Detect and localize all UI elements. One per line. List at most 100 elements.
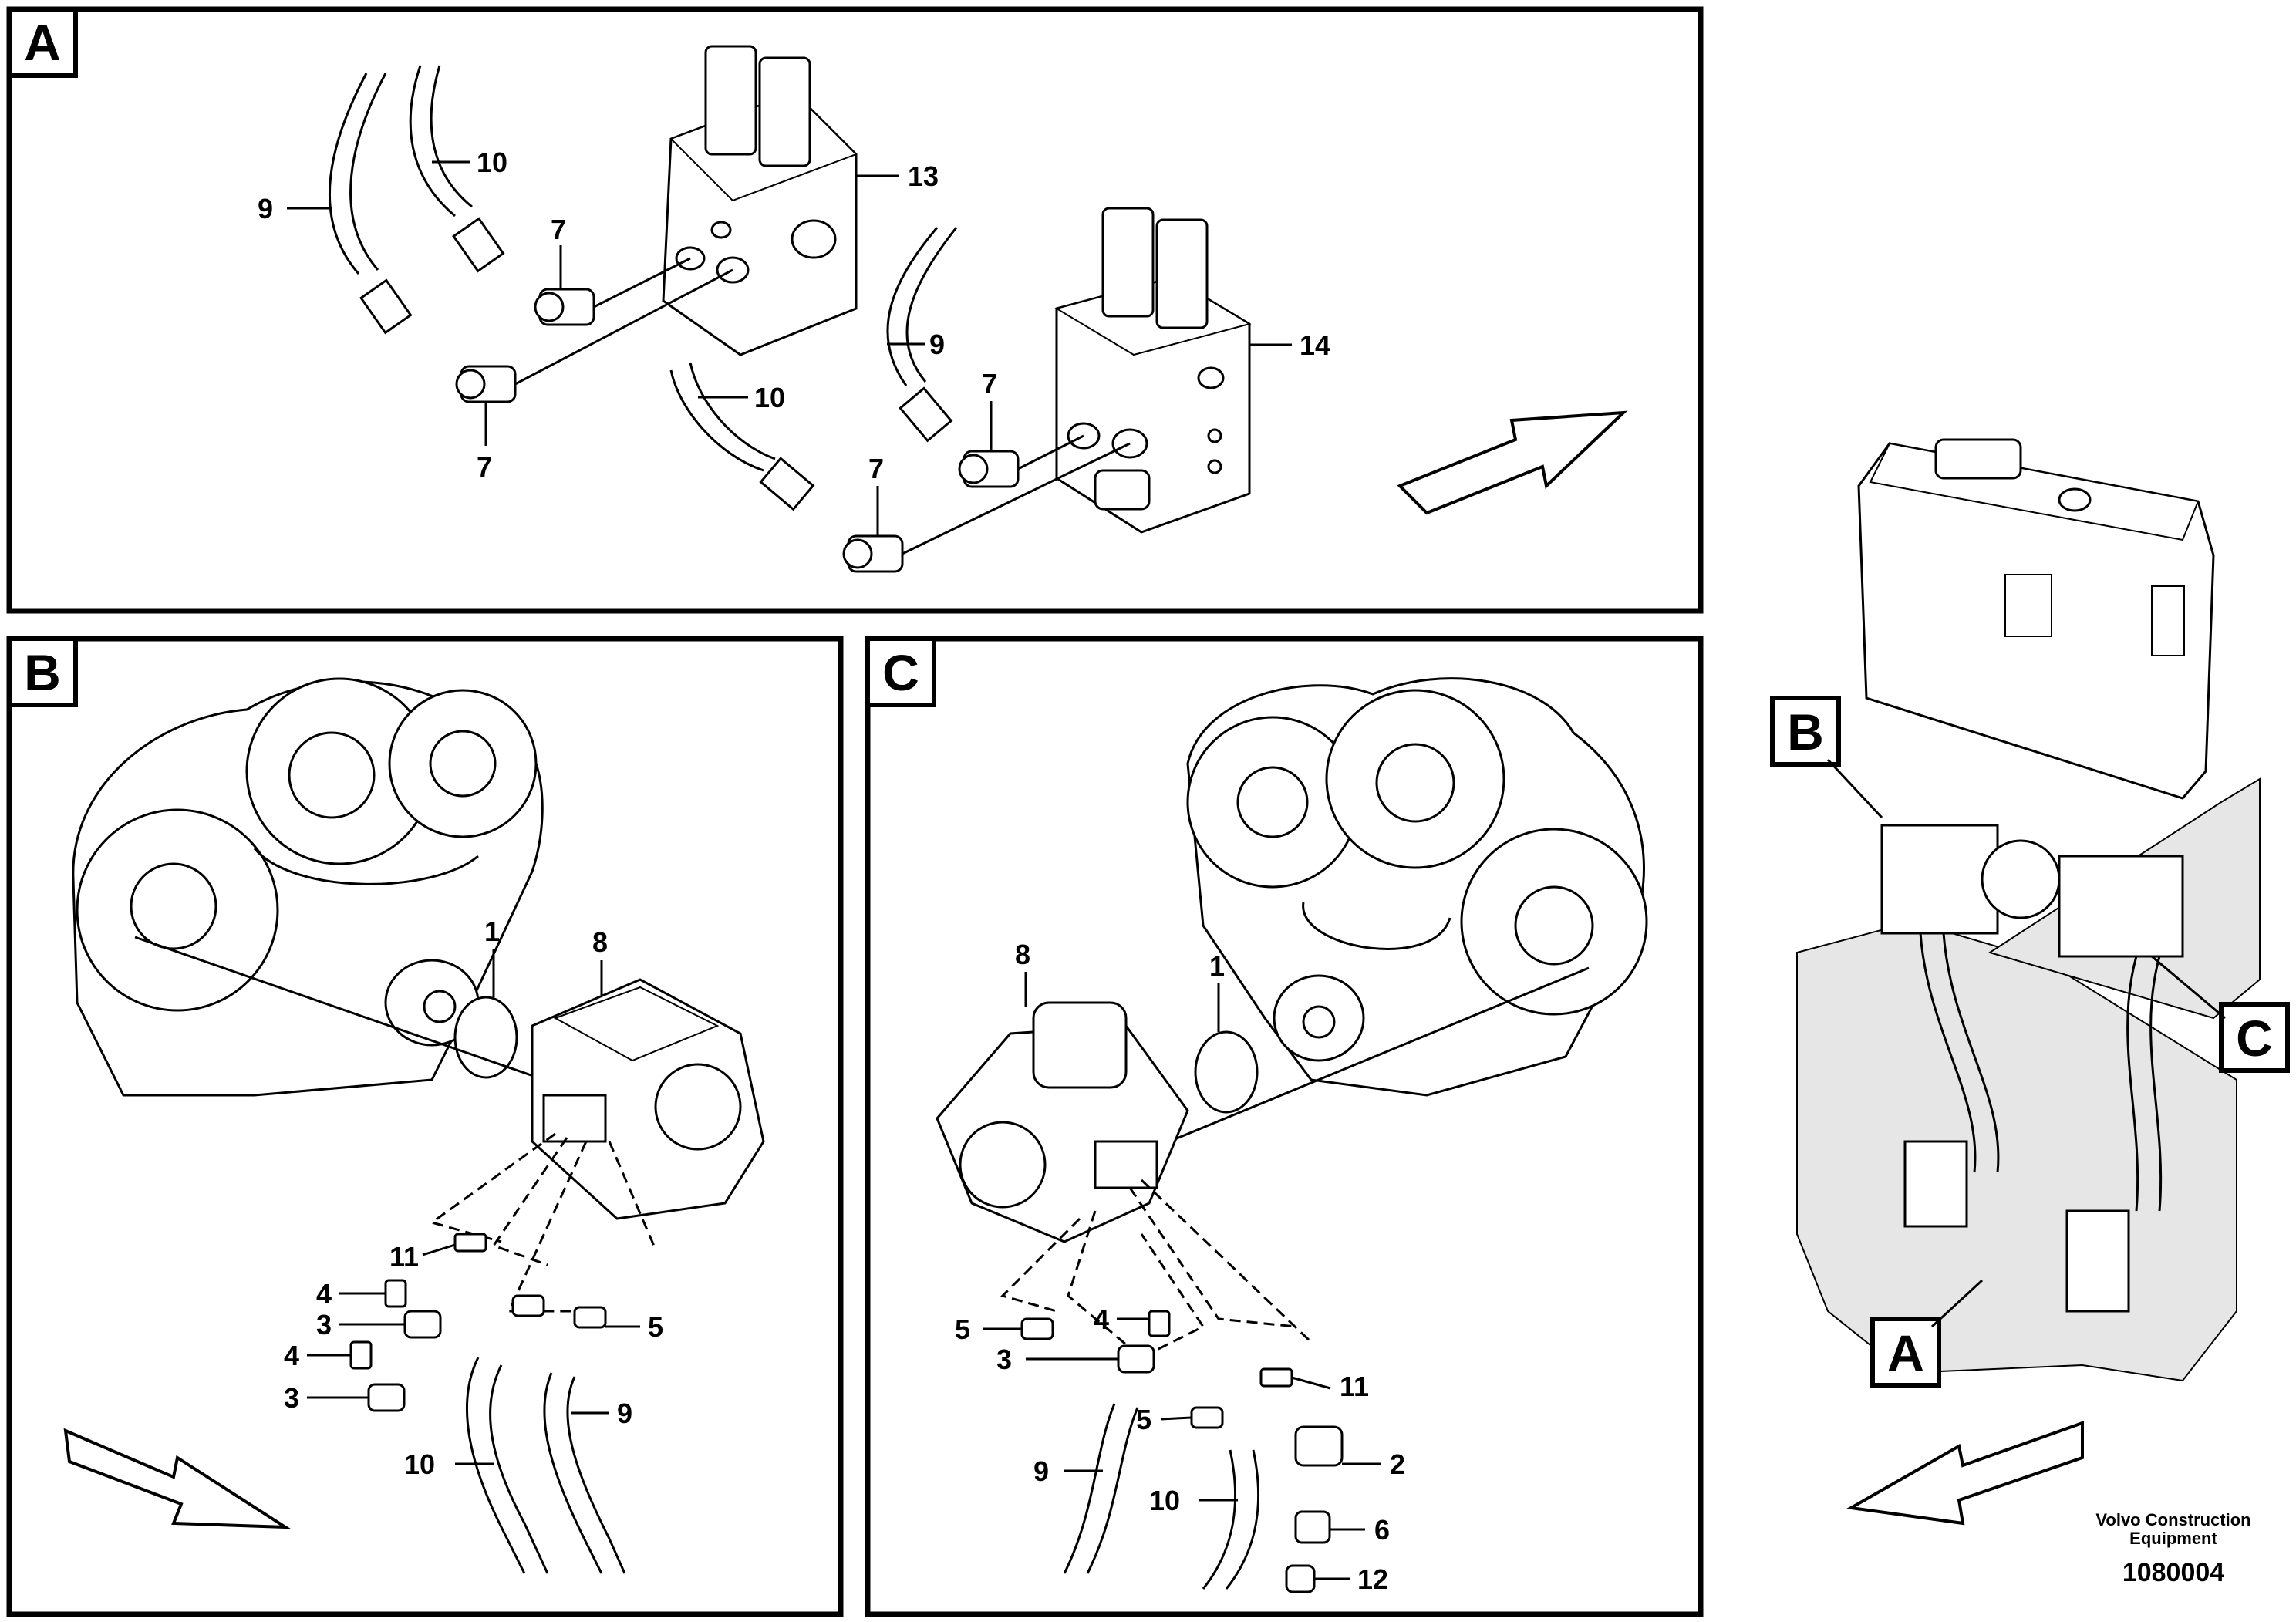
- hydraulic-pump-8: [531, 978, 765, 1220]
- valve-block-13-port-4: [791, 219, 837, 259]
- valve-cartridge-13a: [704, 45, 757, 156]
- gearbox-c-flange-3-hub: [1514, 885, 1594, 966]
- callout-7a: 7: [551, 214, 566, 245]
- overview-leader-a: [1930, 1279, 1984, 1328]
- o-ring-1-c: [1194, 1030, 1259, 1114]
- panel-c-frame: [865, 636, 1704, 1617]
- gearbox-pump-shaft: [423, 990, 457, 1023]
- gearbox-c-flange-2-hub: [1375, 743, 1455, 823]
- hose-10a: [409, 65, 456, 218]
- overview-valve-14: [2065, 1209, 2130, 1313]
- leader-7a-to-block: [593, 257, 691, 309]
- valve-block-14-port-5: [1207, 459, 1222, 474]
- machine-overview: B C A: [1770, 438, 2290, 1526]
- callout-11-b: 11: [389, 1241, 419, 1273]
- hose-fitting-10a: [452, 217, 505, 273]
- elbow-fitting-7c-port: [958, 454, 989, 484]
- overview-tag-c: [2219, 1002, 2290, 1073]
- callout-1-b: 1: [484, 916, 500, 947]
- tank-breather: [2058, 487, 2092, 512]
- leader-gearbox-to-pump-b: [134, 936, 556, 1085]
- elbow-fitting-7d-port: [842, 538, 873, 569]
- callout-3a-b: 3: [316, 1309, 332, 1340]
- hose-10b-edge: [689, 362, 776, 460]
- panel-c: C: [865, 636, 1704, 1617]
- callout-5-b: 5: [648, 1311, 663, 1343]
- plug-4-c: [1148, 1310, 1171, 1337]
- overview-leader-b: [1826, 758, 1883, 819]
- hose-10a-edge: [430, 65, 473, 208]
- overview-pump-c: [2058, 855, 2184, 958]
- dash-bolt-11: [429, 1132, 556, 1243]
- dash-elbow-3: [491, 1137, 568, 1266]
- drawing-number: 1080004: [2122, 1558, 2224, 1587]
- elbow-3a: [403, 1310, 442, 1339]
- panel-b: B: [6, 636, 844, 1617]
- panel-a-frame: [6, 6, 1704, 614]
- elbow-fitting-7a-port: [534, 292, 565, 322]
- leader-gearbox-to-pump-c: [1141, 966, 1590, 1155]
- hose-fitting-9b: [899, 386, 953, 443]
- hose-9b-edge: [905, 227, 958, 383]
- leader-7d-to-block: [902, 442, 1131, 555]
- adapter-5b: [573, 1306, 607, 1329]
- hose-10-b-edge: [489, 1364, 549, 1574]
- hose-10-c: [1202, 1449, 1237, 1590]
- overview-tag-a-label: A: [1887, 1324, 1924, 1381]
- callout-10b: 10: [754, 382, 785, 413]
- overview-tag-a: [1870, 1317, 1941, 1388]
- elbow-fitting-7b-port: [455, 369, 486, 400]
- tank-filter-cap: [1934, 438, 2022, 480]
- gearbox-c-flange-1-hub: [1236, 766, 1309, 838]
- hose-fitting-10b: [759, 457, 815, 511]
- plug-4b: [349, 1340, 373, 1370]
- panel-a-tag-label: A: [24, 14, 61, 71]
- overview-hose-4: [2149, 956, 2163, 1212]
- panel-c-tag-label: C: [882, 644, 919, 701]
- callout-1-c: 1: [1209, 950, 1225, 982]
- drawing-footer: Volvo Construction Equipment 1080004: [2095, 1510, 2250, 1587]
- callout-4b-b: 4: [284, 1340, 299, 1371]
- gearbox-flange-3-hub: [130, 862, 217, 950]
- callout-5b-c: 5: [1136, 1404, 1151, 1435]
- overview-gearbox: [1981, 839, 2061, 919]
- hydraulic-pump-8-c-housing: [1032, 1001, 1128, 1089]
- o-ring-1: [453, 996, 518, 1079]
- gearbox-c-lube-pipe: [1302, 902, 1451, 950]
- callout-12-c: 12: [1357, 1563, 1388, 1595]
- gearbox-flange-1-hub: [288, 731, 376, 819]
- bolt-11: [453, 1233, 487, 1253]
- fitting-6-c: [1294, 1510, 1331, 1544]
- overview-tag-c-label: C: [2236, 1010, 2273, 1067]
- callout-9-c: 9: [1033, 1455, 1049, 1487]
- hose-9-b: [543, 1372, 603, 1574]
- callout-10-b: 10: [404, 1448, 435, 1480]
- valve-block-14-solenoid: [1094, 469, 1151, 511]
- overview-hose-2: [1942, 932, 2000, 1173]
- valve-cartridge-13b: [758, 56, 811, 167]
- dash-c-adapter-5a: [1000, 1217, 1081, 1313]
- hose-10-c-edge: [1225, 1449, 1260, 1590]
- hose-9-c-edge: [1086, 1407, 1139, 1574]
- leader-11-b: [422, 1243, 456, 1256]
- gearbox-lube-pipe: [253, 848, 479, 885]
- callout-11-c: 11: [1340, 1371, 1369, 1402]
- panel-b-frame: [6, 636, 844, 1617]
- callout-7d: 7: [868, 453, 884, 484]
- adapter-5a-c: [1020, 1317, 1054, 1340]
- overview-pump-b: [1880, 824, 1999, 935]
- dash-c-elbow-3: [1067, 1210, 1205, 1359]
- elbow-3b: [367, 1383, 406, 1412]
- hose-10-b: [466, 1357, 526, 1574]
- callout-10-c: 10: [1149, 1485, 1180, 1516]
- overview-valve-13: [1903, 1140, 1968, 1228]
- hydraulic-pump-8-c-inlet: [959, 1121, 1047, 1209]
- overview-hose-1: [1919, 932, 1977, 1173]
- callout-6-c: 6: [1374, 1514, 1390, 1546]
- overview-hose-3: [2126, 956, 2139, 1212]
- callout-9b: 9: [929, 329, 945, 360]
- callout-10a: 10: [477, 147, 507, 178]
- panel-c-tag: [865, 636, 936, 707]
- plug-4a: [384, 1279, 407, 1308]
